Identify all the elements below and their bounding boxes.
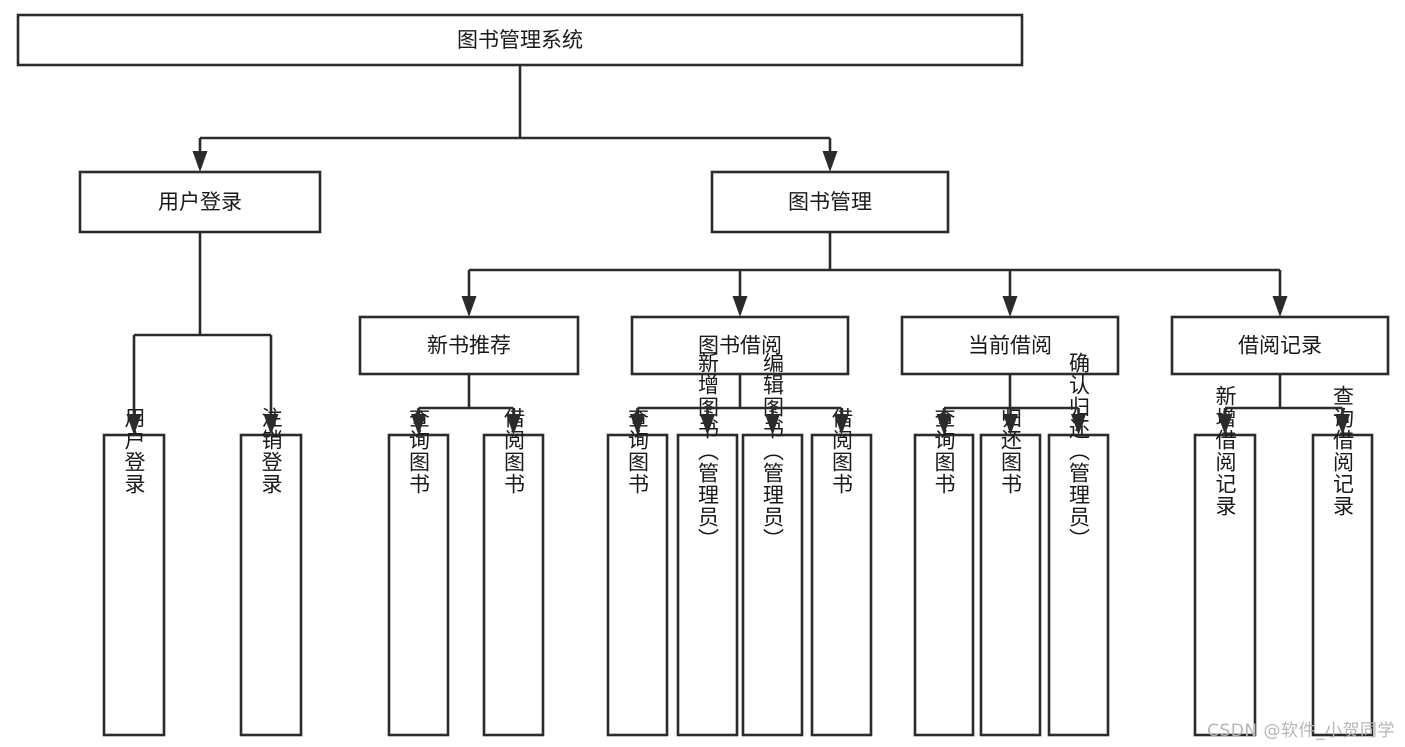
node-box-root [16, 13, 1024, 67]
node-user-logout[interactable]: 注销登录 [239, 407, 303, 737]
node-box-add-book-admin [676, 433, 739, 737]
conn-new-book-recommend-arrow-1-icon [506, 414, 521, 435]
node-query-borrow-record[interactable]: 查询借阅记录 [1311, 385, 1374, 737]
node-query-book-3[interactable]: 查询图书 [913, 407, 975, 737]
node-label-confirm-return-admin: 确认归还（管理员） [1067, 352, 1091, 550]
node-label-borrow-record: 借阅记录 [1238, 334, 1322, 358]
node-edit-book-admin[interactable]: 编辑图书（管理员） [741, 352, 804, 737]
node-box-query-book-3 [913, 433, 975, 737]
node-box-borrow-record [1170, 315, 1390, 376]
node-borrow-record[interactable]: 借阅记录 [1170, 315, 1390, 376]
node-label-edit-book-admin: 编辑图书（管理员） [761, 352, 785, 550]
node-root[interactable]: 图书管理系统 [16, 13, 1024, 67]
node-box-user-login [78, 170, 322, 234]
conn-new-book-recommend-arrow-0-icon [411, 414, 426, 435]
node-box-borrow-book-1 [482, 433, 545, 737]
node-book-borrow[interactable]: 图书借阅 [630, 315, 850, 376]
conn-book-borrow-arrow-0-icon [630, 414, 645, 435]
conn-book-management-arrow-2-icon [1002, 296, 1018, 317]
node-label-query-borrow-record: 查询借阅记录 [1331, 385, 1355, 517]
node-box-user-login-do [102, 433, 166, 737]
node-confirm-return-admin[interactable]: 确认归还（管理员） [1047, 352, 1110, 737]
conn-root-arrow-1-icon [822, 151, 838, 172]
node-label-book-borrow: 图书借阅 [698, 334, 782, 358]
node-add-book-admin[interactable]: 新增图书（管理员） [676, 352, 739, 737]
node-label-add-book-admin: 新增图书（管理员） [696, 352, 720, 550]
node-new-book-recommend[interactable]: 新书推荐 [358, 315, 580, 376]
conn-current-borrow-arrow-2-icon [1071, 414, 1086, 435]
conn-book-borrow-arrow-1-icon [700, 414, 715, 435]
watermark-label: CSDN @软件_小贺同学 [1207, 721, 1395, 741]
node-box-edit-book-admin [741, 433, 804, 737]
conn-root-arrow-0-icon [192, 151, 208, 172]
conn-book-borrow-arrow-2-icon [765, 414, 780, 435]
node-query-book-2[interactable]: 查询图书 [606, 407, 669, 737]
conn-current-borrow-arrow-0-icon [936, 414, 952, 435]
conn-borrow-record-arrow-0-icon [1217, 414, 1233, 435]
node-query-book-1[interactable]: 查询图书 [387, 407, 450, 737]
conn-user-login-arrow-1-icon [263, 414, 279, 435]
node-box-query-book-1 [387, 433, 450, 737]
node-borrow-book-2[interactable]: 借阅图书 [810, 407, 873, 737]
node-add-borrow-record[interactable]: 新增借阅记录 [1193, 385, 1257, 737]
node-book-management[interactable]: 图书管理 [710, 170, 950, 234]
node-borrow-book-1[interactable]: 借阅图书 [482, 407, 545, 737]
conn-book-management-arrow-3-icon [1272, 296, 1288, 317]
node-return-book[interactable]: 归还图书 [979, 407, 1042, 737]
node-label-current-borrow: 当前借阅 [968, 334, 1052, 358]
conn-user-login-arrow-0-icon [126, 414, 142, 435]
node-current-borrow[interactable]: 当前借阅 [900, 315, 1120, 376]
node-box-confirm-return-admin [1047, 433, 1110, 737]
node-box-query-book-2 [606, 433, 669, 737]
conn-borrow-record-arrow-1-icon [1335, 414, 1350, 435]
conn-book-management-arrow-0-icon [461, 296, 477, 317]
node-box-return-book [979, 433, 1042, 737]
node-label-book-management: 图书管理 [788, 190, 872, 214]
node-label-add-borrow-record: 新增借阅记录 [1213, 385, 1237, 517]
conn-book-management-arrow-1-icon [732, 296, 748, 317]
node-box-new-book-recommend [358, 315, 580, 376]
node-user-login-do[interactable]: 用户登录 [102, 407, 166, 737]
node-label-new-book-recommend: 新书推荐 [427, 334, 511, 358]
conn-current-borrow-arrow-1-icon [1003, 414, 1018, 435]
node-label-user-login: 用户登录 [158, 190, 242, 214]
conn-book-borrow-arrow-3-icon [834, 414, 849, 435]
node-label-root: 图书管理系统 [457, 28, 583, 52]
node-box-user-logout [239, 433, 303, 737]
node-user-login[interactable]: 用户登录 [78, 170, 322, 234]
